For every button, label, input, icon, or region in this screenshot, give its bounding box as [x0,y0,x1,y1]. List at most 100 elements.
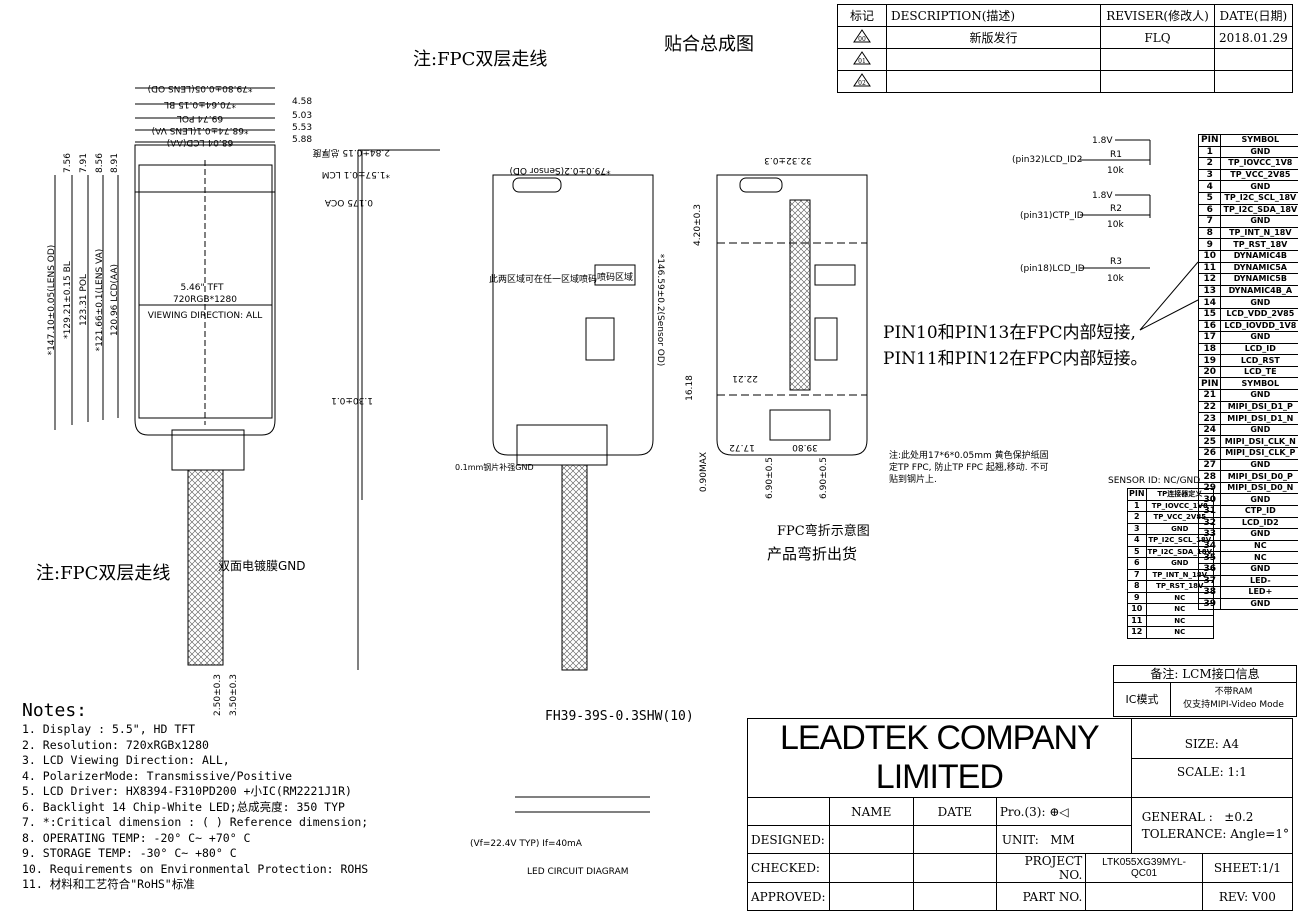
pin-symbol: GND [1221,390,1298,402]
dim-left-0: *147.10±0.05(LENS OD) [47,245,57,356]
general-value: ±0.2 [1224,810,1253,824]
dim-tr-2: 5.53 [292,123,312,133]
circuit-r3-val: 10k [1107,274,1124,284]
pin-number: 24 [1199,424,1221,436]
size-label: SIZE: [1185,737,1219,751]
project-number: LTK055XG39MYL-QC01 [1086,854,1202,883]
pin-symbol: LCD_ID2 [1221,517,1298,529]
note-item: 11. 材料和工艺符合"RoHS"标准 [22,877,368,893]
side-view [358,150,440,670]
pin-number: 18 [1199,343,1221,355]
pin-symbol: GND [1221,424,1298,436]
circuit-v2: 1.8V [1092,191,1113,201]
back-view [493,175,653,670]
tft-label: 5.46" TFT [180,283,224,293]
designed-label: DESIGNED: [748,826,830,854]
dim-bend-6: 6.90±0.5 [765,457,775,499]
project-label: PROJECT NO. [996,854,1085,883]
pin-number: 13 [1199,285,1221,297]
dim-bend-7: 6.90±0.5 [819,457,829,499]
sheet-label: SHEET:1/1 [1202,854,1292,883]
dim-bend-1: 4.20±0.3 [693,204,703,246]
pin-symbol: TP_INT_N_18V [1221,227,1298,239]
pin-number: 14 [1199,297,1221,309]
pin-number: 23 [1199,413,1221,425]
pin-number: 28 [1199,471,1221,483]
led-caption: LED CIRCUIT DIAGRAM [527,867,629,877]
sensor-pin-number: 7 [1128,569,1147,581]
pin-header-pin: PIN [1199,135,1221,147]
pin-symbol: GND [1221,216,1298,228]
sensor-pin-symbol: NC [1146,627,1213,639]
pin-number: 15 [1199,308,1221,320]
pin-header-pin: PIN [1199,378,1221,390]
note-item: 3. LCD Viewing Direction: ALL, [22,753,368,769]
sensor-pin-symbol: TP_INT_N_18V [1146,569,1213,581]
sensor-header-pin: PIN [1128,489,1147,501]
pin-symbol: DYNAMIC4B [1221,250,1298,262]
circuit-v1: 1.8V [1092,136,1113,146]
remark-line-2: 仅支持MIPI-Video Mode [1171,699,1296,712]
pin-number: 8 [1199,227,1221,239]
spray-note: 此两区域可在任一区域喷码 [489,273,597,285]
pin-symbol: TP_IOVCC_1V8 [1221,158,1298,170]
projection-label: Pro.(3): [1000,805,1046,819]
note-item: 10. Requirements on Environmental Protec… [22,862,368,878]
sensor-pin-number: 6 [1128,558,1147,570]
dim-bend-4: 17.72 [729,442,755,452]
pin-symbol: NC [1221,540,1298,552]
dim-bend-3: 22.21 [732,373,758,383]
general-label: GENERAL : [1142,810,1213,824]
pin-symbol: MIPI_DSI_CLK_P [1221,448,1298,460]
dim-side-2: 0.175 OCA [324,197,373,207]
pin-symbol: MIPI_DSI_D0_N [1221,482,1298,494]
sensor-pin-number: 5 [1128,546,1147,558]
tolerance-label: TOLERANCE: [1142,827,1227,841]
dim-bend-8: 0.90MAX [699,452,709,492]
sensor-pin-number: 11 [1128,615,1147,627]
dim-top-4: 68.04 LCD(AA) [167,137,233,147]
pin-symbol: TP_RST_18V [1221,239,1298,251]
remark-box: 备注: LCM接口信息 IC模式 不带RAM 仅支持MIPI-Video Mod… [1113,665,1297,717]
circuit-r2: R2 [1110,204,1122,214]
pin-number: 6 [1199,204,1221,216]
pin-symbol: GND [1221,297,1298,309]
bend-view [717,175,867,455]
sensor-pin-number: 2 [1128,512,1147,524]
dim-left-2: 123.31 POL [79,274,89,326]
remark-line-1: 不带RAM [1171,686,1296,699]
part-label: PART NO. [996,883,1085,911]
sensor-pin-number: 3 [1128,523,1147,535]
pin-number: 25 [1199,436,1221,448]
rev-label: REV: [1219,890,1248,904]
pin-symbol: LCD_RST [1221,355,1298,367]
note-item: 2. Resolution: 720xRGBx1280 [22,738,368,754]
pin-symbol: MIPI_DSI_D1_P [1221,401,1298,413]
title-block: LEADTEK COMPANY LIMITED SIZE: A4 SCALE: … [747,718,1293,911]
pin-number: 9 [1199,239,1221,251]
sensor-pin-symbol: GND [1146,523,1213,535]
sensor-pin-symbol: TP_RST_18V [1146,581,1213,593]
pin-symbol: DYNAMIC5B [1221,274,1298,286]
pin-symbol: MIPI_DSI_CLK_N [1221,436,1298,448]
note-item: 6. Backlight 14 Chip-White LED;总成亮度: 350… [22,800,368,816]
note-item: 9. STORAGE TEMP: -30° C~ +80° C [22,846,368,862]
pin-number: 11 [1199,262,1221,274]
dim-top-1: *70.64±0.15 BL [164,99,236,109]
company-name: LEADTEK COMPANY LIMITED [748,719,1132,798]
pin-number: 12 [1199,274,1221,286]
